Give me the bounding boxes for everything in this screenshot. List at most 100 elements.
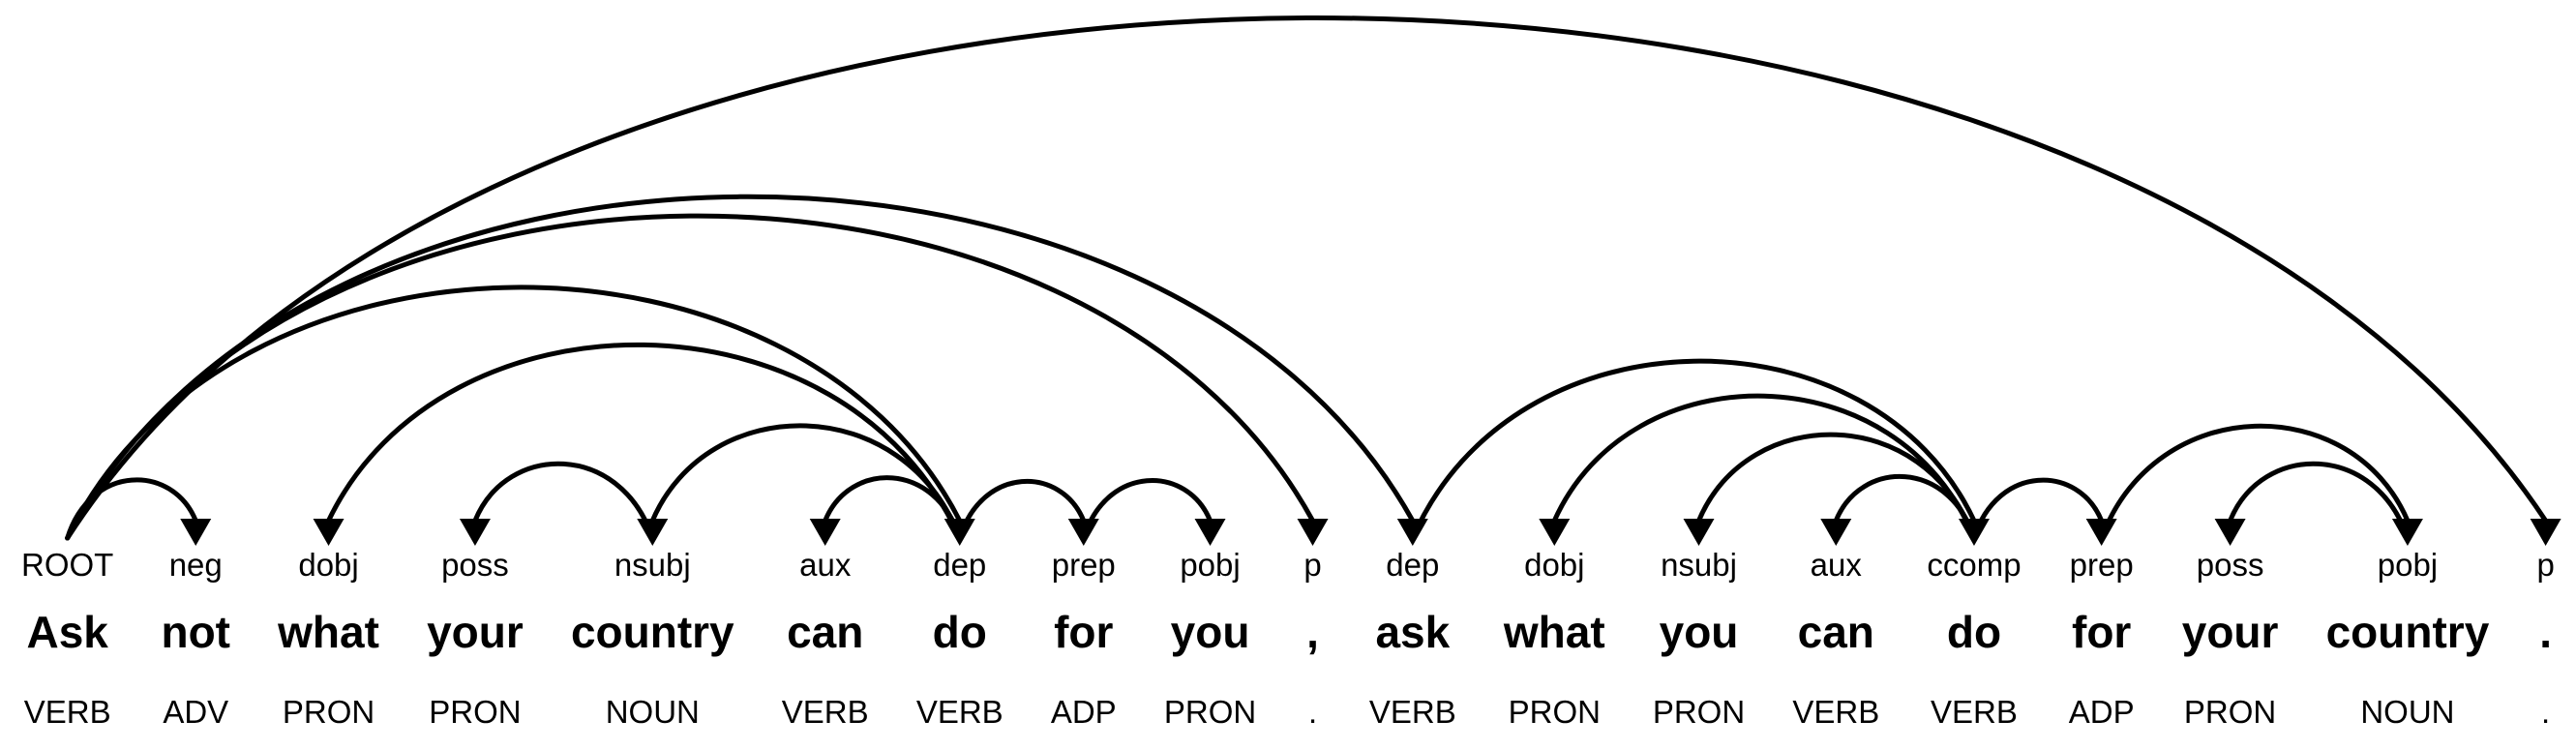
dependency-arc-poss-16 [2228, 461, 2411, 541]
dependency-label: ROOT [21, 547, 114, 583]
dependency-label: poss [2196, 547, 2264, 583]
word: ask [1375, 607, 1451, 657]
word: your [427, 607, 524, 657]
word: Ask [26, 607, 108, 657]
dependency-arc-pobj-17 [2099, 423, 2411, 541]
pos-tag: VERB [23, 694, 111, 730]
arrowhead-icon [637, 519, 669, 546]
dependency-arc-p-18 [65, 15, 2549, 541]
pos-tag: VERB [1792, 694, 1880, 730]
arrowhead-icon [1194, 519, 1226, 546]
dependency-label: p [2536, 547, 2555, 583]
word: , [1306, 607, 1319, 657]
pos-tag: NOUN [605, 694, 700, 730]
word: can [1797, 607, 1874, 657]
dependency-label: prep [2069, 547, 2134, 583]
pos-tag: VERB [1368, 694, 1456, 730]
dependency-label: nsubj [1661, 547, 1737, 583]
arrowhead-icon [2530, 519, 2561, 546]
dependency-label: prep [1051, 547, 1116, 583]
dependency-arc-dobj-2 [326, 342, 963, 541]
arrowhead-icon [459, 519, 491, 546]
dependency-label: pobj [2377, 547, 2439, 583]
pos-tag: PRON [429, 694, 522, 730]
dependency-arc-aux-13 [1833, 474, 1977, 541]
dependency-arc-p-9 [65, 213, 1316, 541]
arrowhead-icon [1683, 519, 1715, 546]
dependency-arc-poss-3 [472, 461, 655, 541]
pos-tag: . [2541, 694, 2551, 730]
pos-tag: ADP [2068, 694, 2135, 730]
token-column-9: p,. [1303, 548, 1321, 730]
dependency-label: poss [441, 547, 509, 583]
dependency-label: ccomp [1927, 547, 2022, 583]
dependency-label: dobj [1524, 547, 1585, 583]
dependency-label: aux [1810, 547, 1862, 583]
dependency-arc-pobj-8 [1081, 478, 1213, 541]
word: do [932, 607, 987, 657]
arrowhead-icon [1820, 519, 1852, 546]
dependency-label: nsubj [614, 547, 691, 583]
word: what [1503, 607, 1605, 657]
word: not [161, 607, 230, 657]
dependency-arc-aux-5 [823, 475, 963, 541]
dependency-arc-prep-7 [957, 478, 1087, 541]
word: your [2181, 607, 2279, 657]
pos-tag: . [1307, 694, 1318, 730]
word: do [1946, 607, 2002, 657]
dependency-arc-dep-10 [65, 194, 1416, 541]
word: for [1054, 607, 1114, 657]
word: what [278, 607, 379, 657]
arrowhead-icon [180, 519, 212, 546]
token-column-18: p.. [2536, 548, 2554, 730]
pos-tag: ADP [1050, 694, 1117, 730]
word: you [1170, 607, 1250, 657]
arrowhead-icon [1297, 519, 1329, 546]
dependency-arc-dep-6 [65, 285, 963, 541]
dependency-arc-dobj-11 [1551, 393, 1977, 541]
dependency-arc-prep-15 [1971, 477, 2105, 541]
dependency-label: dobj [298, 547, 359, 583]
dependency-arc-nsubj-12 [1696, 432, 1977, 541]
arrowhead-icon [2214, 519, 2246, 546]
dependency-label: p [1303, 547, 1322, 583]
pos-tag: PRON [1508, 694, 1601, 730]
pos-tag: NOUN [2360, 694, 2455, 730]
dependency-arc-ccomp-14 [1410, 358, 1977, 541]
arrowhead-icon [809, 519, 841, 546]
word: can [787, 607, 864, 657]
pos-tag: PRON [282, 694, 375, 730]
dependency-label: dep [933, 547, 987, 583]
dependency-label: aux [799, 547, 852, 583]
pos-tag: PRON [1652, 694, 1746, 730]
dependency-label: neg [168, 547, 223, 583]
word: country [2325, 607, 2490, 657]
pos-tag: VERB [1931, 694, 2018, 730]
word: . [2539, 607, 2552, 657]
pos-tag: VERB [915, 694, 1003, 730]
dependency-label: dep [1386, 547, 1440, 583]
word: for [2072, 607, 2132, 657]
word: country [570, 607, 734, 657]
arrowhead-icon [313, 519, 344, 546]
dependency-arc-nsubj-4 [649, 423, 963, 541]
pos-tag: PRON [2183, 694, 2277, 730]
